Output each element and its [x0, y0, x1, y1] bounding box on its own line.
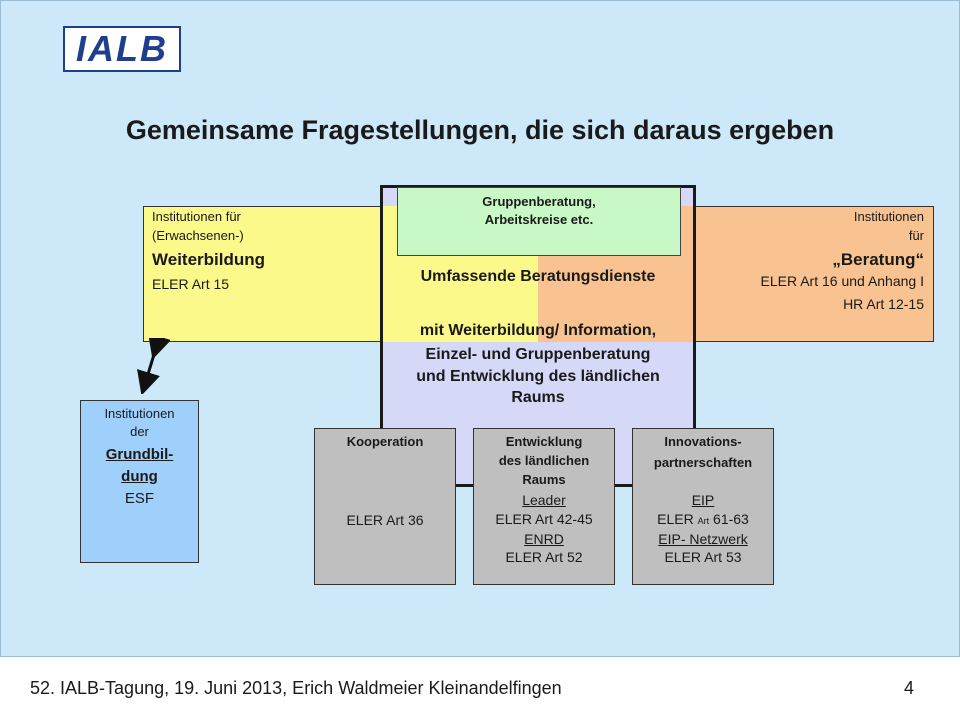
- grundbildung-box: [80, 400, 199, 563]
- entwicklung-ref2: ELER Art 52: [505, 549, 583, 565]
- kooperation-box: [314, 428, 456, 585]
- center-line1: mit Weiterbildung/ Information,: [419, 322, 657, 339]
- center-line4: Raums: [511, 389, 565, 406]
- grundbildung-line1: Institutionen: [104, 406, 175, 421]
- center-heading: Umfassende Beratungsdienste: [420, 268, 656, 285]
- ialb-logo: IALB: [63, 26, 181, 72]
- entwicklung-link-leader: Leader: [522, 492, 566, 508]
- page-number: 4: [904, 678, 915, 698]
- innovation-heading2: partnerschaften: [653, 455, 753, 470]
- innovation-link-eip: EIP: [691, 492, 715, 508]
- grundbildung-heading2: dung: [121, 468, 158, 485]
- logo-text: IALB: [76, 28, 168, 69]
- entwicklung-box: [473, 428, 615, 585]
- innovation-ref1-pre: ELER: [657, 511, 694, 527]
- innovation-ref2: ELER Art 53: [664, 549, 742, 565]
- double-arrow-icon: [137, 338, 170, 394]
- center-line2: Einzel- und Gruppenberatung: [425, 346, 651, 363]
- entwicklung-ref1: ELER Art 42-45: [495, 511, 593, 527]
- kooperation-heading: Kooperation: [346, 434, 424, 449]
- innovation-ref1: ELER Art 61-63: [632, 511, 774, 527]
- entwicklung-link-enrd: ENRD: [524, 531, 564, 547]
- grundbildung-heading1: Grundbil-: [105, 446, 174, 463]
- weiterbildung-line1: Institutionen für: [152, 209, 241, 224]
- gruppenberatung-box: [397, 187, 681, 256]
- innovation-link-network: EIP- Netzwerk: [658, 531, 748, 547]
- gruppenberatung-line1: Gruppenberatung,: [482, 194, 596, 209]
- grundbildung-ref: ESF: [124, 490, 155, 507]
- innovation-box: [632, 428, 774, 585]
- innovation-ref1-small: Art: [697, 516, 710, 526]
- beratung-line2: für: [908, 228, 924, 243]
- entwicklung-heading1: Entwicklung: [505, 434, 583, 449]
- beratung-ref1: ELER Art 16 und Anhang I: [760, 273, 924, 289]
- beratung-line1: Institutionen: [853, 209, 924, 224]
- kooperation-ref: ELER Art 36: [346, 512, 424, 528]
- weiterbildung-heading: Weiterbildung: [152, 250, 266, 269]
- weiterbildung-line2: (Erwachsenen-): [152, 228, 244, 243]
- gruppenberatung-line2: Arbeitskreise etc.: [484, 212, 594, 227]
- grundbildung-line2: der: [130, 424, 149, 439]
- innovation-ref1-post: 61-63: [713, 511, 749, 527]
- entwicklung-heading2: des ländlichen: [498, 453, 590, 468]
- entwicklung-heading3: Raums: [522, 472, 566, 487]
- footer-text: 52. IALB-Tagung, 19. Juni 2013, Erich Wa…: [30, 678, 562, 698]
- weiterbildung-ref: ELER Art 15: [152, 276, 230, 292]
- center-line3: und Entwicklung des ländlichen: [416, 368, 660, 385]
- beratung-ref2: HR Art 12-15: [843, 296, 924, 312]
- innovation-heading1: Innovations-: [664, 434, 742, 449]
- beratung-heading: „Beratung“: [832, 250, 924, 269]
- slide-title: Gemeinsame Fragestellungen, die sich dar…: [125, 115, 835, 145]
